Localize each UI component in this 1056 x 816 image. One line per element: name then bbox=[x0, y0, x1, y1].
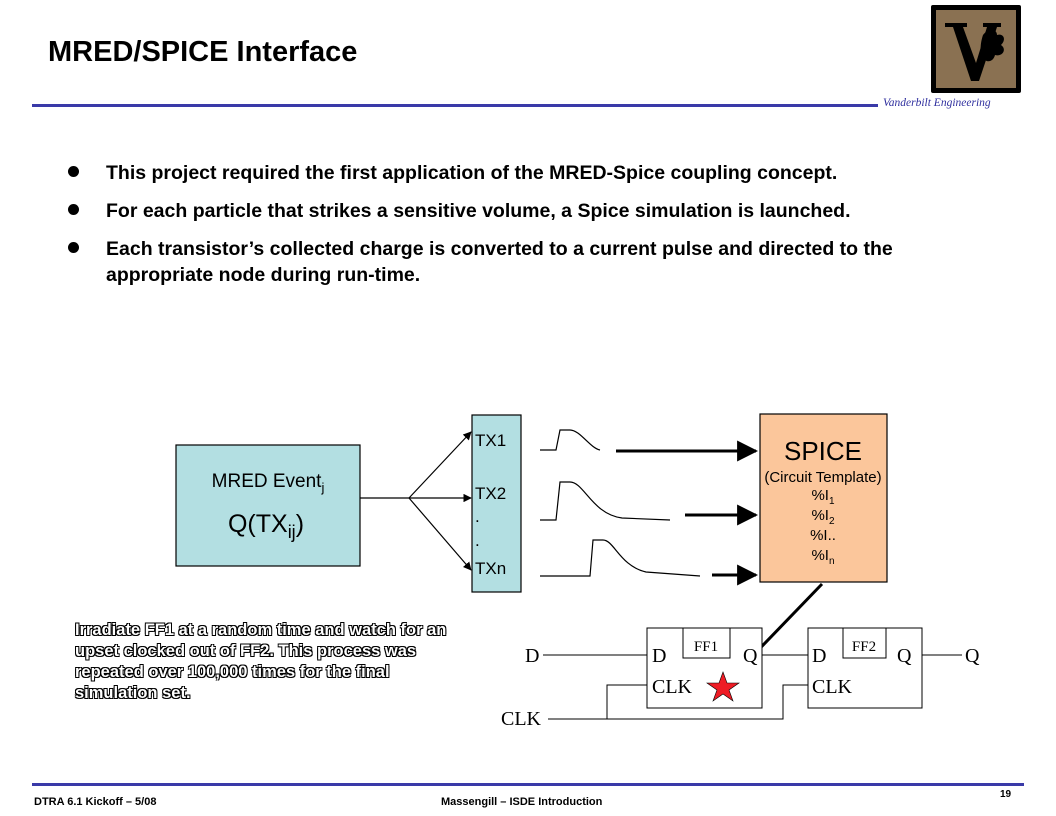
fanout-arrow-tx1 bbox=[408, 431, 472, 499]
slide-title: MRED/SPICE Interface bbox=[48, 36, 358, 68]
footer-author: Massengill – ISDE Introduction bbox=[441, 796, 603, 808]
ff2-q-pin: Q bbox=[897, 645, 912, 667]
ff1-d-pin: D bbox=[652, 645, 666, 667]
tx2-label: TX2 bbox=[475, 484, 506, 503]
clk-input-label: CLK bbox=[501, 708, 542, 730]
footer-event: DTRA 6.1 Kickoff – 5/08 bbox=[34, 796, 157, 808]
clock-wire bbox=[548, 684, 647, 720]
transistor-list-box bbox=[471, 414, 522, 593]
clock-wire bbox=[607, 684, 808, 720]
d-input-label: D bbox=[525, 645, 539, 667]
spice-current-source: %In bbox=[811, 547, 834, 567]
q-output-label: Q bbox=[965, 645, 980, 667]
ff1-name: FF1 bbox=[694, 639, 718, 655]
spice-subtitle: (Circuit Template) bbox=[764, 469, 881, 486]
ff2-d-pin: D bbox=[812, 645, 826, 667]
bullet-dot-icon bbox=[68, 166, 79, 177]
current-pulse-txn bbox=[540, 539, 701, 577]
ff1-q-pin: Q bbox=[743, 645, 758, 667]
mred-event-label: MRED Eventj bbox=[212, 471, 325, 495]
fanout-arrow-txn bbox=[408, 497, 472, 571]
tx1-label: TX1 bbox=[475, 431, 506, 450]
bullet-dot-icon bbox=[68, 204, 79, 215]
vanderbilt-logo bbox=[931, 5, 1021, 93]
bullet-list: This project required the first applicat… bbox=[62, 160, 908, 300]
simulation-note: Irradiate FF1 at a random time and watch… bbox=[75, 621, 447, 702]
footer-rule bbox=[32, 783, 1024, 786]
ff1-clk-pin: CLK bbox=[652, 676, 693, 698]
txn-label: TXn bbox=[475, 559, 506, 578]
ff2-name-box bbox=[842, 627, 887, 659]
ellipsis-dot: . bbox=[475, 507, 480, 526]
ellipsis-dot: . bbox=[475, 531, 480, 550]
bullet-item: Each transistor’s collected charge is co… bbox=[62, 236, 908, 288]
header-rule bbox=[32, 104, 878, 107]
page-number: 19 bbox=[1000, 789, 1012, 800]
spice-box bbox=[759, 413, 888, 583]
strike-star-icon bbox=[706, 671, 740, 702]
spice-current-source: %I1 bbox=[811, 487, 835, 507]
mred-charge-label: Q(TXij) bbox=[228, 510, 304, 542]
bullet-text: Each transistor’s collected charge is co… bbox=[106, 238, 893, 286]
bullet-text: This project required the first applicat… bbox=[106, 162, 838, 184]
current-pulse-tx2 bbox=[540, 481, 671, 521]
bullet-item: For each particle that strikes a sensiti… bbox=[62, 198, 908, 224]
ff2-name: FF2 bbox=[852, 639, 876, 655]
spice-current-source: %I.. bbox=[810, 527, 836, 544]
bullet-item: This project required the first applicat… bbox=[62, 160, 908, 186]
spice-current-source: %I2 bbox=[811, 507, 835, 527]
spice-title: SPICE bbox=[784, 436, 862, 466]
current-pulse-tx1 bbox=[540, 429, 601, 451]
mred-event-box bbox=[175, 444, 361, 567]
bullet-text: For each particle that strikes a sensiti… bbox=[106, 200, 851, 222]
bullet-dot-icon bbox=[68, 242, 79, 253]
ff1-name-box bbox=[682, 627, 731, 659]
ff2-clk-pin: CLK bbox=[812, 676, 853, 698]
vanderbilt-caption: Vanderbilt Engineering bbox=[883, 97, 991, 109]
